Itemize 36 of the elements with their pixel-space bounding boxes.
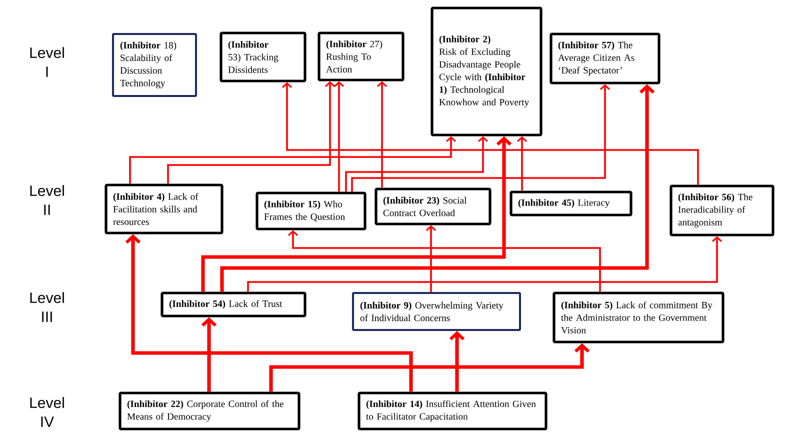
inhibitor-box: (Inhibitor 15) Who Frames the Question [256,192,366,230]
inhibitor-box: (Inhibitor 2) Risk of Excluding Disadvantage People Cycle with (Inhibitor 1) Technological Knowhow and Poverty [430,6,542,136]
arrow [449,331,465,392]
level-label: Level IV [30,397,64,427]
inhibitor-box: (Inhibitor 57) The Average Citizen As ‘Deaf Spectator’ [550,32,660,84]
inhibitor-box: (Inhibitor 14) Insufficient Attention Given to Facilitator Capacitation [358,392,548,430]
arrow [167,81,336,184]
inhibitor-box: (Inhibitor 5) Lack of commitment By the Administrator to the Government Vision [552,292,724,344]
arrow [334,81,344,192]
level-label: Level II [30,185,64,215]
inhibitor-box: (Inhibitor 4) Lack of Facilitation skills and resources [104,184,224,234]
arrow [282,82,699,185]
inhibitor-box: (Inhibitor 53) Tracking Dissidents [220,32,306,82]
inhibitor-box: (Inhibitor 54) Lack of Trust [160,292,306,318]
inhibitor-box: (Inhibitor 18) Scalability of Discussion Technology [112,33,197,97]
inhibitor-box: (Inhibitor 56) The Ineradicability of antagonism [670,184,774,236]
inhibitor-box: (Inhibitor 23) Social Contract Overload [374,188,492,226]
arrow [201,136,512,292]
arrow [247,236,722,292]
inhibitor-box: (Inhibitor 9) Overwhelming Variety of Individual Concerns [352,292,521,331]
inhibitor-box: (Inhibitor 22) Corporate Control of the Means of Democracy [118,392,300,430]
inhibitor-box: (Inhibitor 45) Literacy [510,190,632,216]
arrow [516,136,528,191]
arrow [125,234,413,392]
arrow [269,343,590,392]
arrow [220,84,655,292]
arrow [129,136,456,184]
arrow [288,230,601,292]
arrow [426,225,436,292]
arrow [201,317,217,392]
arrow [351,84,610,192]
inhibitor-box: (Inhibitor 27) Rushing To Action [318,32,404,82]
level-label: Level III [30,292,64,322]
arrow [376,81,388,188]
level-label: Level I [30,47,64,77]
arrow [345,136,488,192]
